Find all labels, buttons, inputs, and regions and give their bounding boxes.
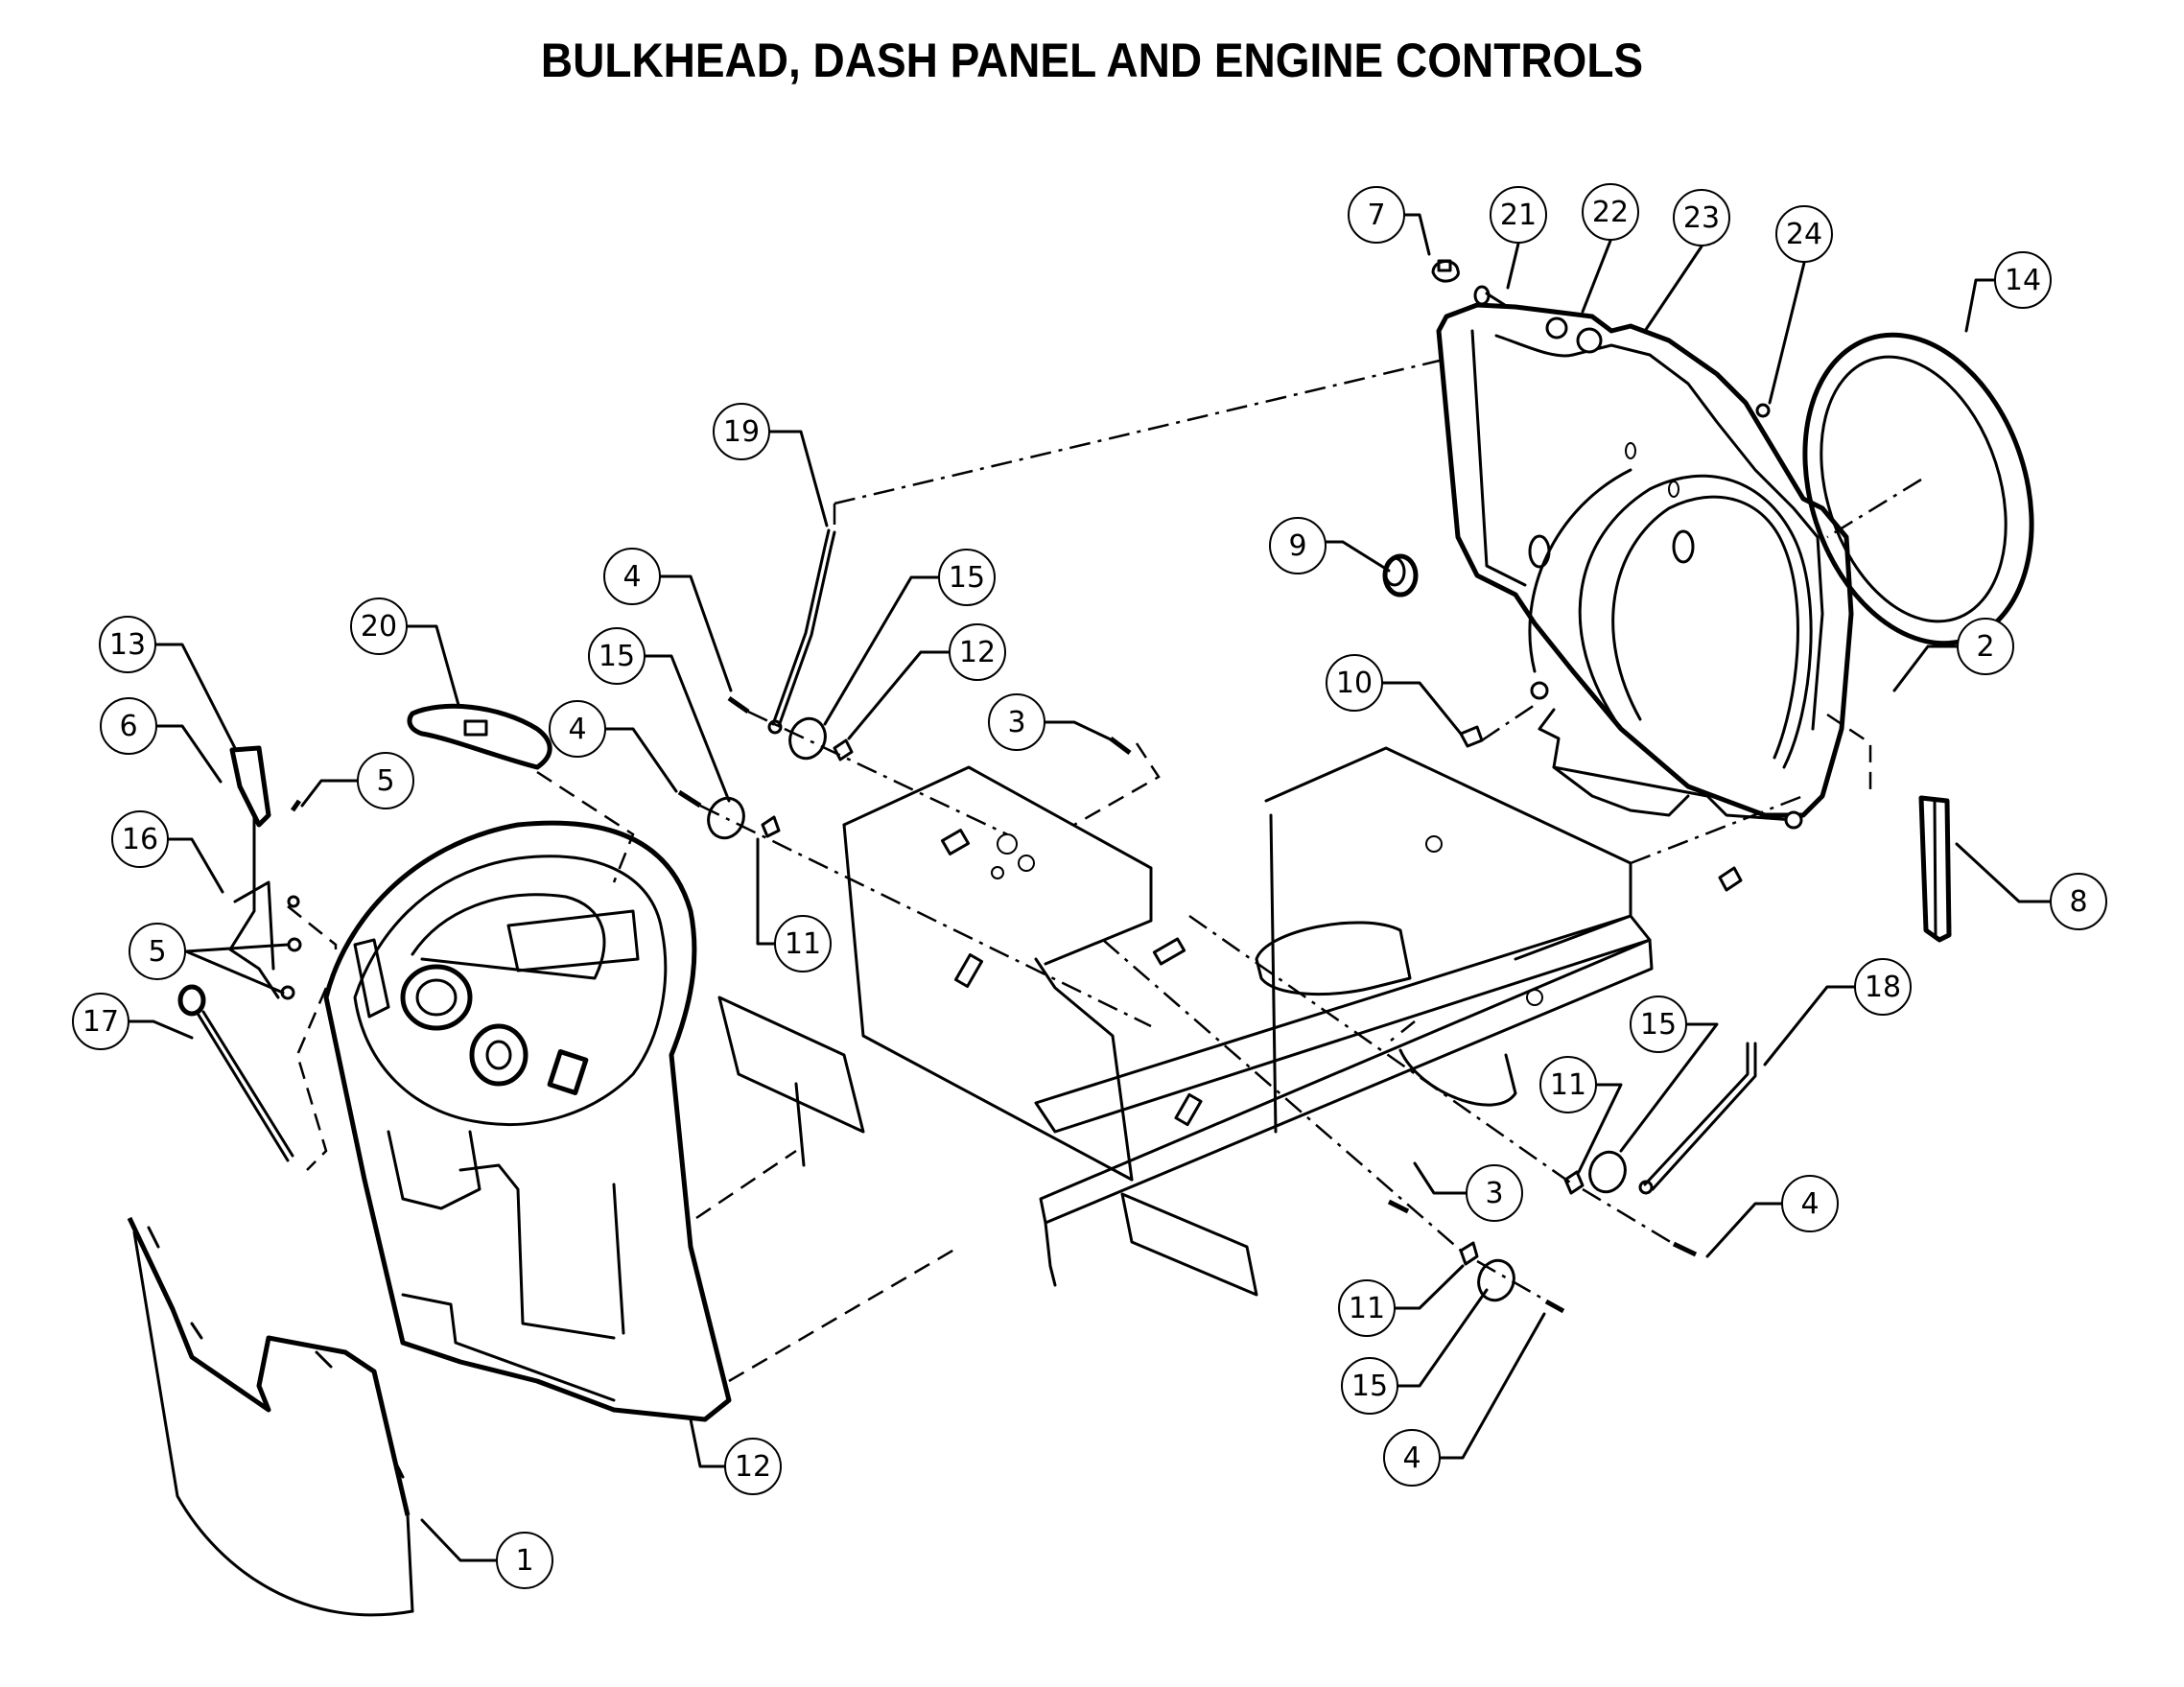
callout-24: 24 (1775, 205, 1833, 263)
callout-16: 16 (111, 810, 169, 868)
frame-part (717, 746, 1654, 1297)
callout-1: 1 (496, 1532, 553, 1589)
diagram-title: BULKHEAD, DASH PANEL AND ENGINE CONTROLS (540, 34, 1644, 87)
callout-14: 14 (1994, 251, 2052, 309)
callout-20: 20 (350, 597, 408, 655)
nut-part-24 (1755, 403, 1771, 418)
cap-part (1431, 259, 1460, 283)
callout-4: 4 (1781, 1175, 1839, 1232)
washers-and-fasteners (290, 695, 1698, 1314)
callout-15: 15 (1341, 1357, 1398, 1415)
callout-2: 2 (1957, 618, 2014, 675)
callout-11: 11 (774, 915, 832, 972)
callout-3: 3 (1466, 1164, 1523, 1222)
assembly-lines (287, 358, 1872, 1383)
callout-21: 21 (1490, 186, 1547, 244)
callout-18: 18 (1854, 958, 1912, 1016)
control-rod-18 (1638, 1042, 1757, 1195)
callout-5: 5 (129, 923, 186, 980)
callout-9: 9 (1269, 517, 1327, 574)
callout-7: 7 (1348, 186, 1405, 244)
callout-12: 12 (949, 623, 1006, 681)
clip-part-10 (1459, 725, 1484, 748)
callout-5: 5 (357, 752, 414, 809)
callout-10: 10 (1326, 654, 1383, 712)
callout-19: 19 (713, 403, 770, 460)
callout-12: 12 (724, 1438, 782, 1495)
callout-11: 11 (1338, 1279, 1396, 1337)
indicator-panel-part (407, 703, 552, 770)
callout-15: 15 (1630, 996, 1687, 1053)
bulkhead-part (1436, 302, 1854, 830)
callout-3: 3 (988, 693, 1045, 751)
callout-23: 23 (1673, 189, 1730, 246)
callout-4: 4 (1383, 1429, 1441, 1487)
control-rod-19 (767, 528, 836, 735)
callout-4: 4 (549, 700, 606, 758)
clip-part-right (1718, 866, 1743, 892)
lower-cover-part (127, 1216, 414, 1617)
callout-8: 8 (2050, 873, 2107, 930)
grommet-part (1382, 553, 1419, 597)
callout-6: 6 (100, 697, 157, 755)
seal-ring-part (1802, 332, 2034, 646)
callout-15: 15 (938, 549, 996, 606)
callout-13: 13 (99, 616, 156, 673)
throttle-lever-part (228, 745, 302, 1000)
dash-panel-part (323, 820, 732, 1422)
trim-strip-part (1918, 795, 1952, 943)
leader-lines (128, 213, 2052, 1562)
bolt-part-21 (1473, 285, 1510, 309)
callout-11: 11 (1539, 1056, 1597, 1113)
callout-15: 15 (588, 627, 646, 685)
callout-17: 17 (72, 993, 129, 1050)
callout-22: 22 (1582, 183, 1639, 241)
choke-knob-part (177, 984, 294, 1162)
callout-4: 4 (603, 548, 661, 605)
